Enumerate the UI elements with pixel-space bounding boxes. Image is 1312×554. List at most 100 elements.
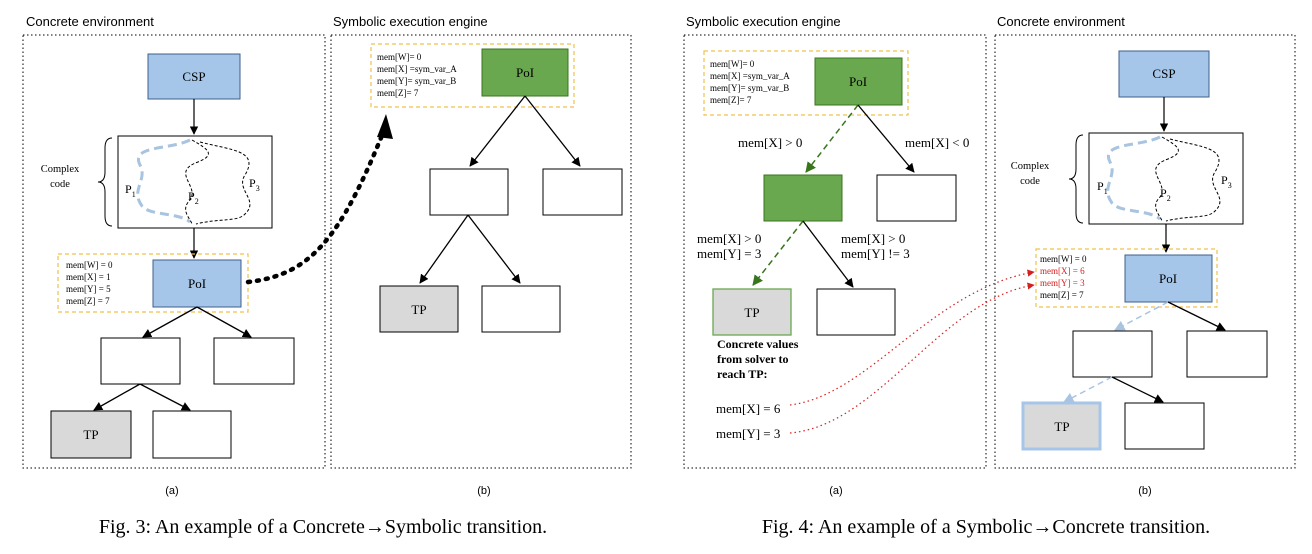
fig4b-mem-w: mem[W] = 0 (1040, 254, 1087, 264)
fig3b-arrow-l1-r2 (467, 214, 521, 284)
fig4-panel-a-frame (683, 34, 987, 469)
fig4b-node-r2 (1124, 402, 1205, 450)
fig4a-tp-node (712, 288, 792, 336)
fig3-a-title: Concrete environment (26, 14, 154, 29)
fig4b-p1: P1 (1097, 179, 1108, 196)
figure3: Concrete environment Symbolic execution … (22, 14, 632, 538)
fig4a-cond-left: mem[X] > 0 (738, 135, 802, 150)
fig4b-node-l1 (1072, 330, 1153, 378)
fig4a-cond-bl-2: mem[Y] = 3 (697, 246, 761, 261)
fig4b-poi-group (1035, 248, 1218, 308)
fig4b-path-p1 (1106, 135, 1161, 221)
fig4b-label: (b) (1138, 485, 1151, 497)
fig4a-solver-note-3: reach TP: (717, 367, 768, 381)
fig3a-tp-node (50, 410, 132, 459)
fig3b-mem-w: mem[W]= 0 (377, 52, 422, 62)
fig3a-label: (a) (165, 485, 178, 497)
fig4a-poi-node (814, 57, 903, 106)
fig4a-solver-note-2: from solver to (717, 352, 789, 366)
fig3a-path-p1 (136, 138, 191, 224)
fig4b-node-r1 (1186, 330, 1268, 378)
fig4a-node-r1 (876, 174, 957, 222)
fig4a-tp-label: TP (744, 305, 759, 320)
fig3a-complex-code-label-1: Complex (41, 164, 80, 175)
fig3a-arrow-poi-left (142, 306, 198, 338)
fig4b-path-p3 (1165, 138, 1221, 222)
fig4a-node-l1 (763, 174, 843, 222)
fig4a-solver-note-1: Concrete values (717, 337, 799, 351)
fig4b-path-p2 (1155, 136, 1179, 222)
fig3a-node-r1 (213, 337, 295, 385)
fig4b-complex-code-label-1: Complex (1011, 161, 1050, 172)
fig4b-mem-y: mem[Y] = 3 (1040, 278, 1085, 288)
fig4a-val-x: mem[X] = 6 (716, 401, 781, 416)
fig4b-csp-node (1118, 50, 1210, 98)
fig3b-node-l1 (429, 168, 509, 216)
fig4b-tp-label: TP (1054, 419, 1069, 434)
fig3a-complex-code-label-2: code (50, 179, 70, 190)
fig4a-node-r2 (816, 288, 896, 336)
fig3b-poi-group (370, 43, 575, 108)
fig3a-poi-label: PoI (188, 276, 206, 291)
fig4b-p3: P3 (1221, 173, 1232, 190)
fig4b-arrow-l1-tp (1063, 376, 1113, 403)
fig3a-p1: P1 (125, 182, 136, 199)
figure4: Symbolic execution engine Concrete envir… (683, 14, 1296, 538)
fig4b-tp-node (1021, 401, 1102, 451)
fig4b-arrow-l1-r2 (1111, 376, 1164, 403)
fig3b-tp-node (379, 285, 459, 333)
fig4b-arrow-poi-left (1114, 301, 1169, 331)
fig3a-p2: P2 (188, 189, 199, 206)
fig4b-complex-code-label-2: code (1020, 176, 1040, 187)
fig3b-label: (b) (477, 485, 490, 497)
fig4a-cond-br-2: mem[Y] != 3 (841, 246, 910, 261)
fig3b-arrow-l1-tp (419, 214, 469, 284)
fig4b-brace (1068, 134, 1084, 224)
fig3a-arrow-l1-tp (93, 383, 141, 411)
fig4b-mem-x: mem[X] = 6 (1040, 266, 1085, 276)
fig3a-arrow-l1-r2 (139, 383, 191, 411)
fig3-panel-a-frame (22, 34, 326, 469)
fig3a-node-l1 (100, 337, 181, 385)
fig4b-poi-node (1124, 254, 1213, 303)
fig4a-cond-bl-1: mem[X] > 0 (697, 231, 761, 246)
fig3a-mem-x: mem[X] = 1 (66, 272, 111, 282)
fig3b-node-r2 (481, 285, 561, 333)
fig4b-p2: P2 (1160, 186, 1171, 203)
fig3-b-title: Symbolic execution engine (333, 14, 488, 29)
fig4b-complex-code-box (1088, 132, 1244, 225)
fig3a-path-p3 (195, 141, 251, 225)
fig3b-tp-label: TP (411, 302, 426, 317)
fig3a-poi-node (152, 259, 242, 308)
fig4a-poi-group (703, 50, 909, 116)
fig4a-arrow-l1-r2 (802, 220, 854, 288)
fig4b-mem-z: mem[Z] = 7 (1040, 290, 1084, 300)
fig3a-mem-z: mem[Z] = 7 (66, 296, 110, 306)
fig3-panel-b-frame (330, 34, 632, 469)
fig4a-arrow-poi-left (805, 104, 859, 173)
fig3b-mem-z: mem[Z]= 7 (377, 88, 419, 98)
fig4a-mem-z: mem[Z]= 7 (710, 95, 752, 105)
fig3a-mem-y: mem[Y] = 5 (66, 284, 111, 294)
fig3b-arrow-poi-left (469, 95, 526, 167)
fig3a-mem-w: mem[W] = 0 (66, 260, 113, 270)
fig3-transition-arrowhead (377, 114, 393, 139)
fig3a-path-p2 (185, 139, 209, 225)
fig4-a-title: Symbolic execution engine (686, 14, 841, 29)
fig4a-cond-br-1: mem[X] > 0 (841, 231, 905, 246)
fig3a-arrow-poi-right (196, 306, 252, 338)
fig3a-node-r2 (152, 410, 232, 459)
fig3a-tp-label: TP (83, 427, 98, 442)
fig4b-csp-label: CSP (1152, 66, 1175, 81)
fig4-b-title: Concrete environment (997, 14, 1125, 29)
fig4b-poi-label: PoI (1159, 271, 1177, 286)
fig4a-arrow-l1-tp (752, 220, 804, 286)
fig4a-poi-label: PoI (849, 74, 867, 89)
fig4a-mem-y: mem[Y]= sym_var_B (710, 83, 789, 93)
fig3b-mem-x: mem[X] =sym_var_A (377, 64, 457, 74)
fig4-red-connector-x (789, 269, 1035, 406)
fig3a-p3: P3 (249, 176, 260, 193)
fig3b-poi-node (481, 48, 569, 97)
fig3b-node-r1 (542, 168, 623, 216)
